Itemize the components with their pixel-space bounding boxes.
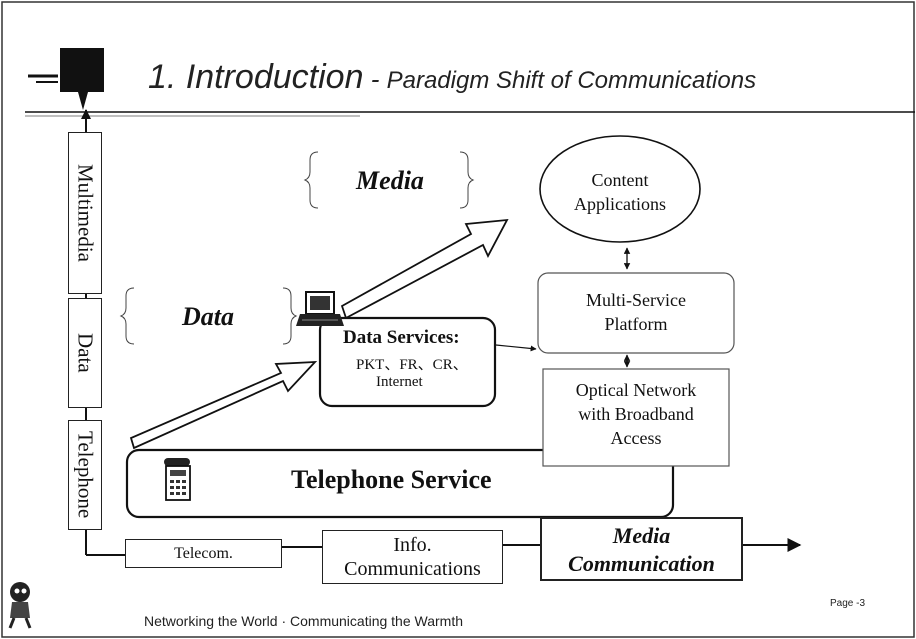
content-applications-ellipse (539, 135, 701, 243)
desk-phone-icon (164, 458, 191, 501)
data-services-protocols: PKT、FR、CR、 (356, 357, 468, 373)
axis-label-data: Data (68, 298, 102, 408)
footer-tagline: Networking the World · Communicating the… (144, 613, 463, 629)
telephone-service-box (125, 448, 675, 519)
timeline-telecom-box: Telecom. (125, 539, 282, 568)
timeline-info-communications-box: Info. Communications (322, 530, 503, 584)
data-bracket-right (282, 287, 298, 345)
axis-label-multimedia: Multimedia (68, 132, 102, 294)
title-subtitle: Paradigm Shift of Communications (386, 67, 757, 94)
mascot-figure-icon (8, 582, 32, 629)
black-square-logo (28, 48, 104, 110)
multi-service-platform-text: Multi-Service Platform (586, 290, 686, 334)
media-bracket-left (303, 151, 319, 209)
axis-label-telephone: Telephone (68, 420, 102, 530)
data-services-internet: Internet (376, 374, 423, 390)
media-label: Media (356, 166, 424, 195)
page-number: Page -3 (830, 598, 866, 609)
laptop-computer-icon (296, 291, 344, 326)
hollow-arrow-to-data (129, 360, 318, 450)
multi-service-platform-box (537, 272, 735, 354)
telephone-service-label: Telephone Service (291, 465, 492, 494)
title-main: 1. Introduction (148, 58, 364, 96)
title-dash: - (363, 64, 387, 94)
media-bracket-right (459, 151, 475, 209)
data-bracket-left (119, 287, 135, 345)
data-label: Data (182, 302, 234, 331)
data-services-title: Data Services: (343, 327, 460, 348)
arrow-data-to-msp (495, 344, 537, 352)
timeline-media-communication-box: Media Communication (540, 517, 743, 581)
page-title: 1. Introduction - Paradigm Shift of Comm… (148, 58, 756, 97)
optical-network-text: Optical Network with Broadband Access (575, 380, 697, 448)
content-applications-text: Content Applications (574, 170, 666, 214)
hollow-arrow-to-media (340, 218, 509, 320)
data-services-box (318, 316, 497, 408)
optical-network-box (542, 368, 730, 467)
